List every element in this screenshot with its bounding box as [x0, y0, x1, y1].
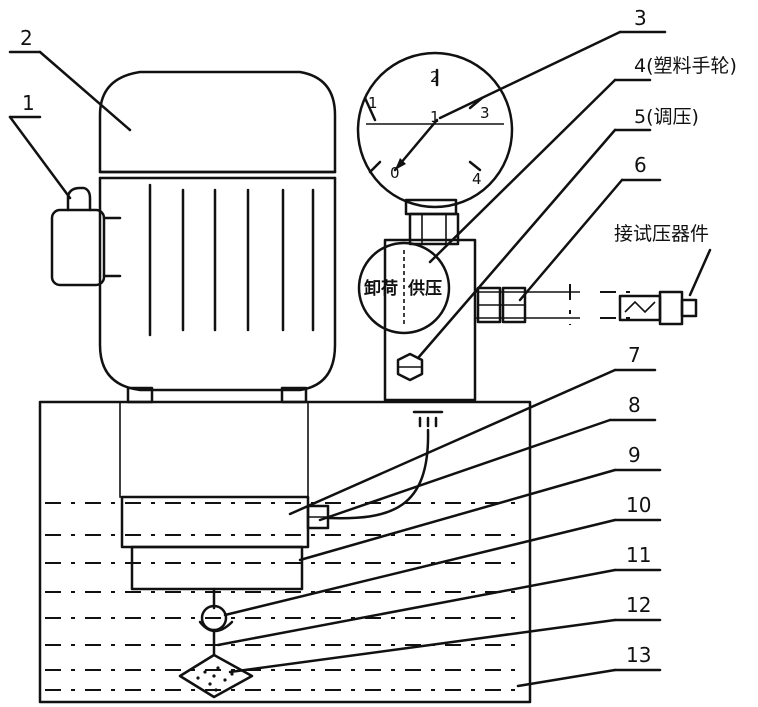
label-13: 13: [626, 643, 651, 667]
label-connect-test-part: 接试压器件: [614, 223, 709, 245]
pump-lower-body: [130, 545, 304, 591]
gauge-mark-4: 4: [472, 170, 482, 188]
label-2: 2: [20, 26, 33, 50]
handwheel-valve: 卸荷 供压: [357, 241, 451, 335]
label-7: 7: [628, 343, 641, 367]
pressure-gauge: 1 2 3 1 0 4: [356, 51, 514, 209]
label-11: 11: [626, 543, 651, 567]
pump-body: [120, 495, 310, 549]
label-8: 8: [628, 393, 641, 417]
oil-tank: [38, 400, 532, 704]
gauge-mark-0: 0: [390, 164, 400, 182]
check-valve: [198, 604, 234, 657]
label-1: 1: [22, 91, 35, 115]
label-5: 5(调压): [634, 106, 699, 128]
valve-column: [383, 238, 477, 402]
oil-hose: [326, 428, 430, 520]
pressure-adjust-nut: [396, 352, 424, 382]
gauge-center-mark: 1: [430, 108, 440, 126]
outlet-coupling: [475, 286, 580, 324]
label-10: 10: [626, 493, 651, 517]
pump-shaft-housing: [119, 401, 309, 498]
label-6: 6: [634, 153, 647, 177]
label-12: 12: [626, 593, 651, 617]
label-9: 9: [628, 443, 641, 467]
junction-box: [50, 186, 122, 287]
filter: [178, 653, 254, 699]
label-3: 3: [634, 6, 647, 30]
leader-lines: [8, 30, 712, 688]
part-labels: 1 2 3 4(塑料手轮) 5(调压) 6 接试压器件 7 8 9 10 11 …: [20, 6, 737, 667]
test-fitting: [618, 290, 698, 326]
supply-label: 供压: [407, 278, 442, 299]
gauge-mark-2: 2: [430, 68, 440, 86]
electric-motor: [98, 70, 337, 404]
unload-label: 卸荷: [364, 278, 398, 299]
gauge-nut: [408, 212, 460, 246]
gauge-mark-3: 3: [480, 104, 490, 122]
gauge-mark-1: 1: [368, 94, 378, 112]
oil-surface: [45, 502, 525, 691]
label-4: 4(塑料手轮): [634, 55, 737, 77]
